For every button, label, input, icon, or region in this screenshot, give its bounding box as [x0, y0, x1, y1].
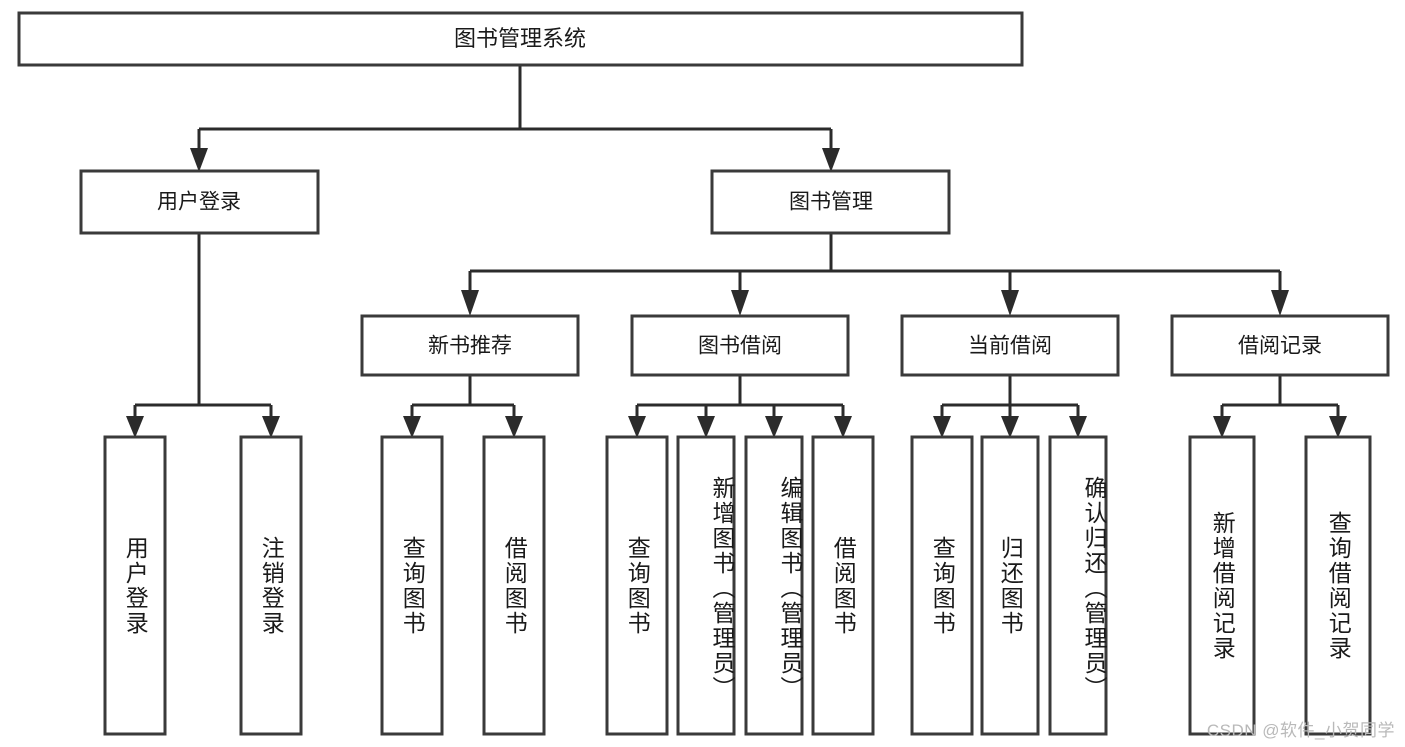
arrow-head-user-login	[190, 148, 208, 172]
node-leaf-edit-book[interactable]	[744, 435, 804, 736]
arrow-head-book-manage	[822, 148, 840, 172]
node-user-login[interactable]	[79, 169, 320, 235]
arrow-head-leaf-borrow-book-2	[834, 416, 852, 438]
arrow-head-leaf-edit-book	[765, 416, 783, 438]
node-leaf-query-record[interactable]	[1304, 435, 1372, 736]
arrow-head-leaf-query-book-2	[628, 416, 646, 438]
node-user-login-label: 用户登录	[157, 191, 241, 214]
arrow-head-leaf-user-login	[126, 416, 144, 438]
node-leaf-logout-login[interactable]	[239, 435, 303, 736]
node-leaf-add-book[interactable]	[676, 435, 736, 736]
arrow-head-leaf-add-record	[1213, 416, 1231, 438]
node-leaf-query-book-3[interactable]	[910, 435, 974, 736]
arrow-head-current-borrow	[1001, 290, 1019, 316]
node-book-borrow-label: 图书借阅	[698, 335, 782, 358]
node-book-borrow[interactable]	[630, 314, 850, 377]
node-root[interactable]	[17, 11, 1024, 67]
connector-group-new-book-leaves	[403, 375, 523, 438]
node-new-book-recommend-label: 新书推荐	[428, 335, 512, 358]
node-leaf-query-book-2[interactable]	[605, 435, 669, 736]
node-book-manage-label: 图书管理	[789, 191, 873, 214]
node-current-borrow[interactable]	[900, 314, 1120, 377]
node-leaf-confirm-return[interactable]	[1048, 435, 1108, 736]
node-book-manage[interactable]	[710, 169, 951, 235]
node-leaf-return-book[interactable]	[980, 435, 1040, 736]
arrow-head-leaf-query-record	[1329, 416, 1347, 438]
node-leaf-user-login[interactable]	[103, 435, 167, 736]
arrow-head-leaf-confirm-return	[1069, 416, 1087, 438]
connector-group-borrow-record-leaves	[1213, 375, 1347, 438]
node-leaf-query-book-1[interactable]	[380, 435, 444, 736]
arrow-head-leaf-add-book	[697, 416, 715, 438]
node-leaf-add-record[interactable]	[1188, 435, 1256, 736]
arrow-head-leaf-return-book	[1001, 416, 1019, 438]
arrow-head-book-borrow	[731, 290, 749, 316]
arrow-head-new-book	[461, 290, 479, 316]
csdn-watermark: CSDN @软件_小贺同学	[1206, 721, 1395, 740]
node-leaf-borrow-book-2[interactable]	[811, 435, 875, 736]
connector-group-book-manage	[461, 233, 1289, 316]
arrow-head-leaf-query-book-3	[933, 416, 951, 438]
arrow-head-leaf-borrow-book-1	[505, 416, 523, 438]
connector-group-root	[190, 66, 840, 172]
node-new-book-recommend[interactable]	[360, 314, 580, 377]
node-leaf-borrow-book-1[interactable]	[482, 435, 546, 736]
arrow-head-leaf-logout-login	[262, 416, 280, 438]
connector-group-book-borrow-leaves	[628, 375, 852, 438]
node-root-label: 图书管理系统	[454, 26, 586, 51]
connector-group-current-borrow-leaves	[933, 375, 1087, 438]
arrow-head-leaf-query-book-1	[403, 416, 421, 438]
arrow-head-borrow-record	[1271, 290, 1289, 316]
node-current-borrow-label: 当前借阅	[968, 335, 1052, 358]
node-borrow-record[interactable]	[1170, 314, 1390, 377]
node-borrow-record-label: 借阅记录	[1238, 335, 1322, 358]
connector-group-user-login-leaves	[126, 233, 280, 438]
